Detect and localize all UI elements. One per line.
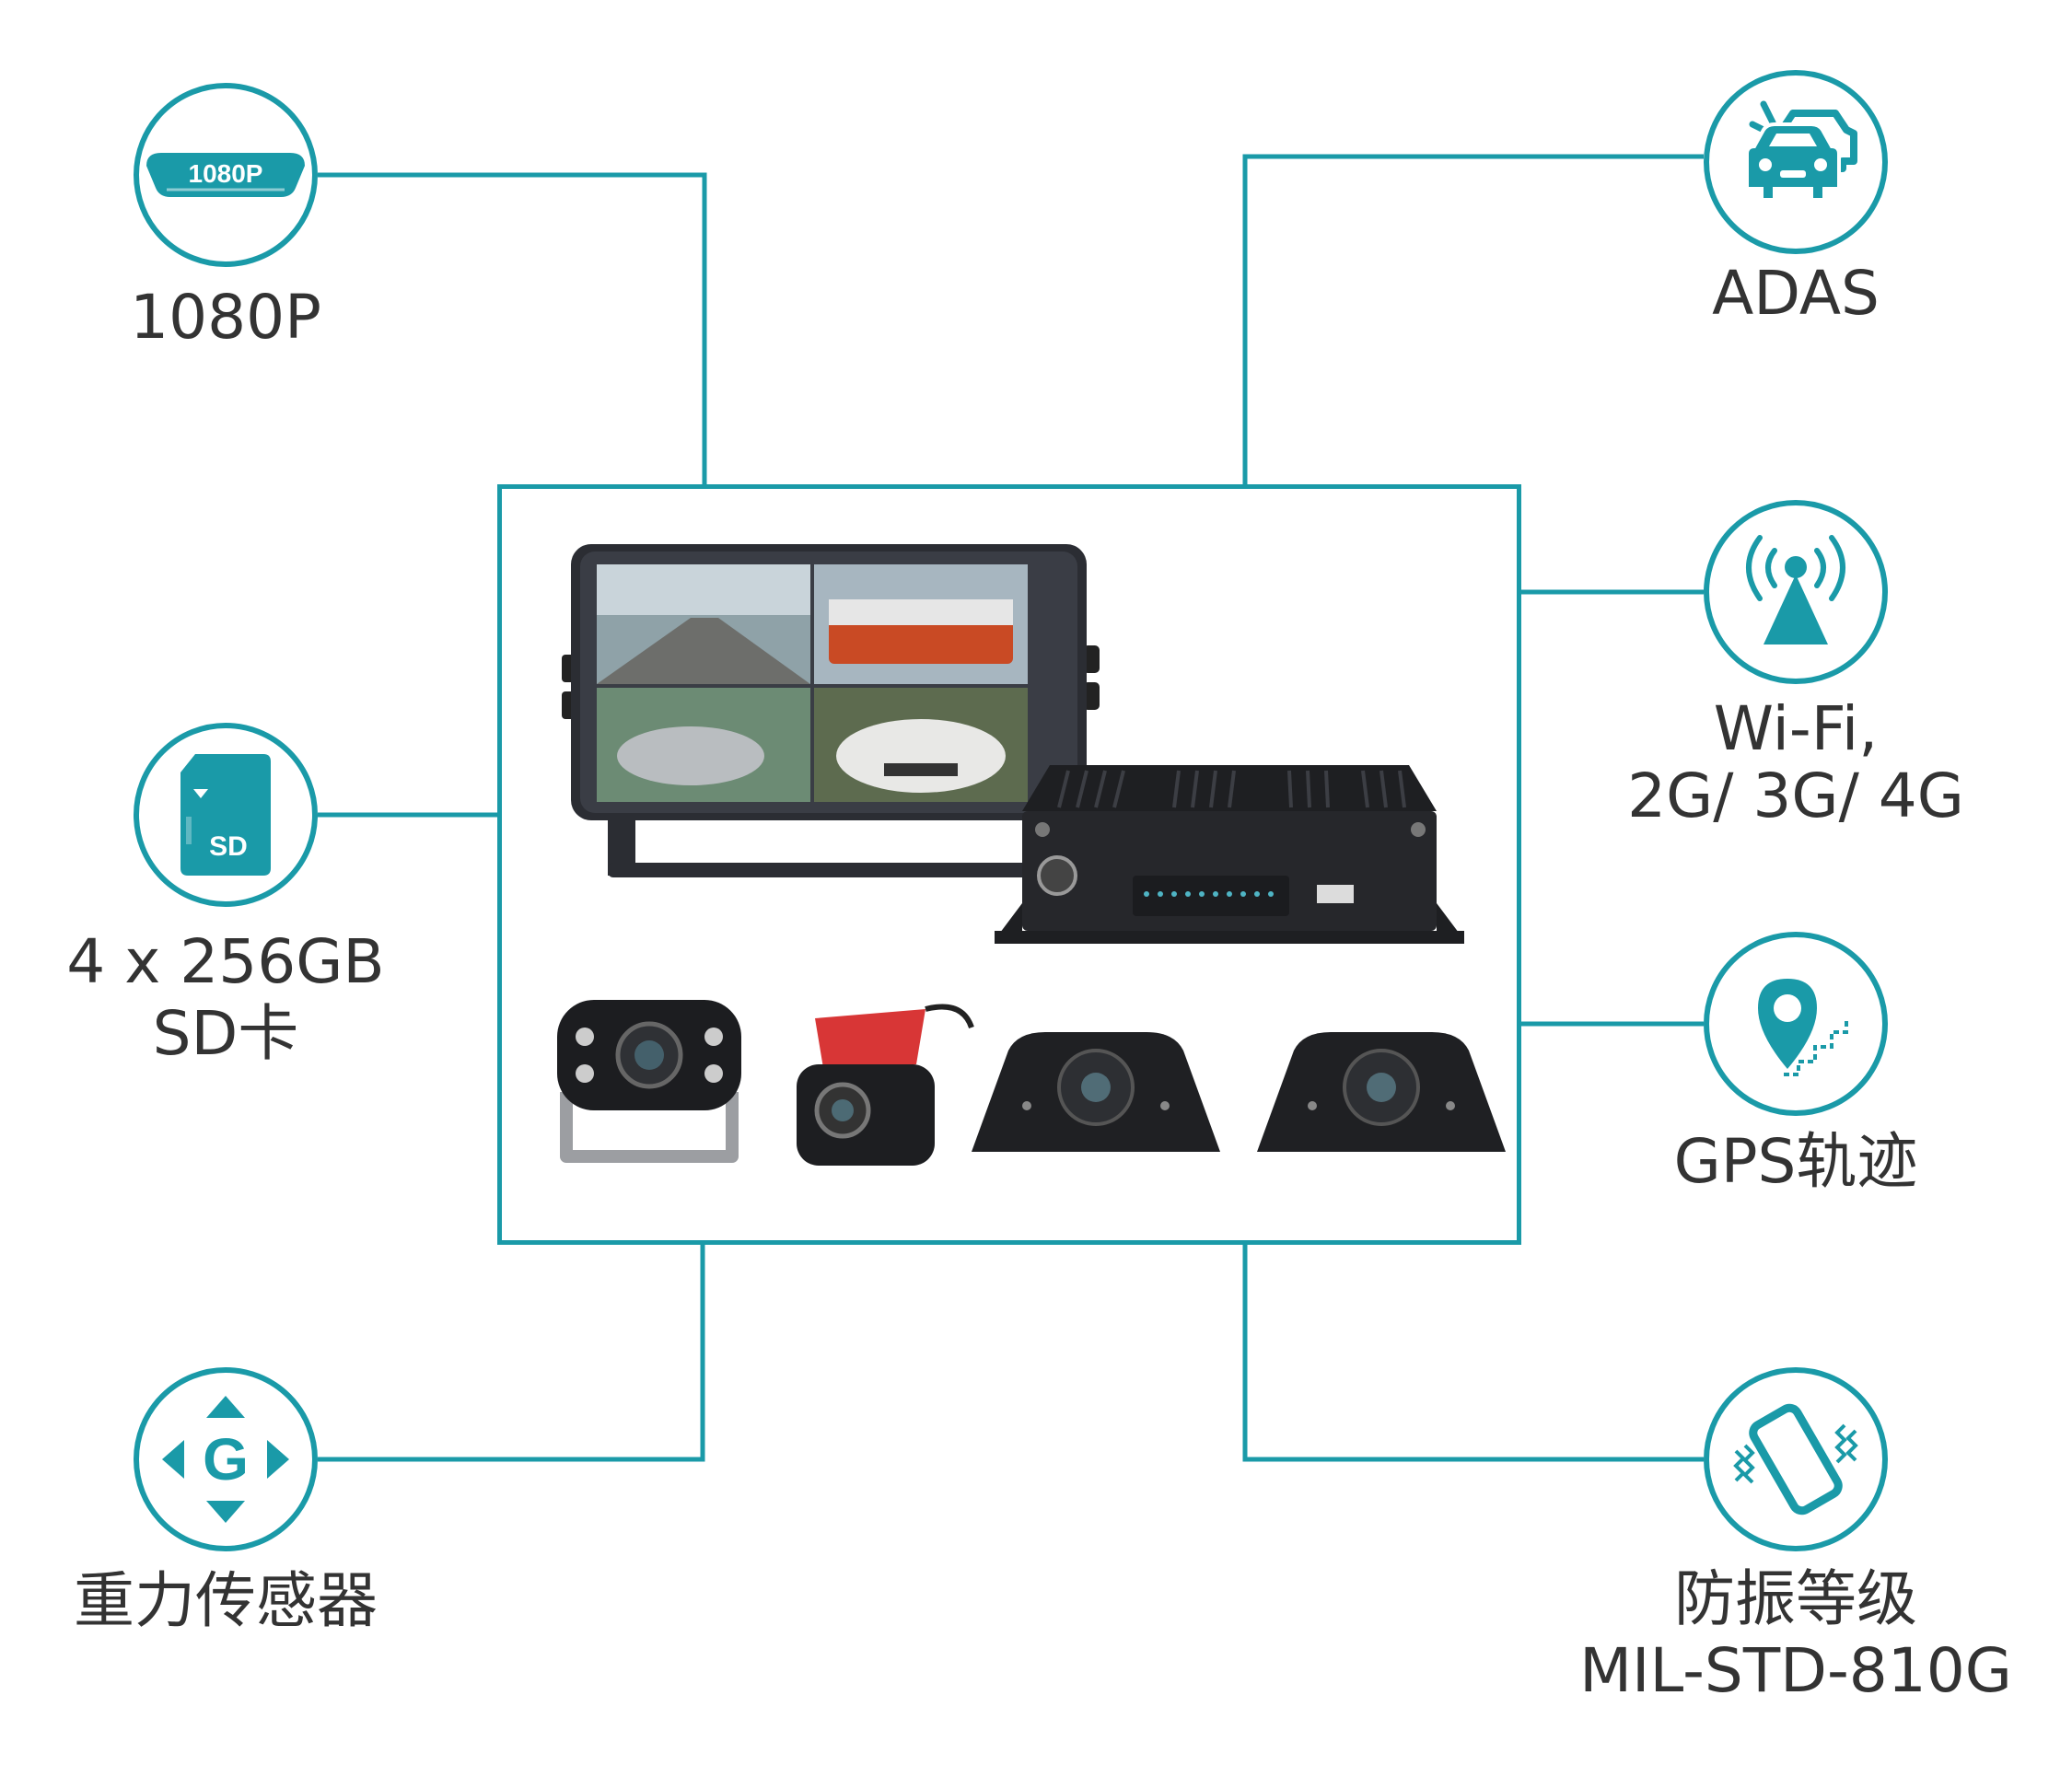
product-box [497,484,1521,1245]
gravity-circle: G [134,1367,318,1551]
vibration-circle [1704,1367,1888,1551]
dash-camera-icon [797,1004,974,1166]
mobile-dvr-icon [995,765,1464,944]
storage-label-line1: 4 x 256GB [66,926,385,997]
sd-badge-text: SD [209,831,248,862]
g-badge-text: G [203,1426,249,1492]
wireless-label-line2: 2G/ 3G/ 4G [1627,761,1964,831]
vibration-label-line1: 防振等级 [1674,1563,1917,1634]
wireless-label-line1: Wi-Fi, [1713,693,1879,764]
1080p-badge-icon: 1080P [146,153,305,197]
gravity-label: 重力传感器 [74,1565,378,1636]
storage-label-line2: SD卡 [152,998,299,1069]
connector-resolution [318,172,707,484]
connector-vibration [1242,1245,1704,1462]
vibrating-phone-icon [1733,1403,1858,1515]
location-pin-icon [1758,979,1848,1076]
rear-view-camera-icon [557,1000,741,1163]
resolution-circle: 1080P [134,83,318,267]
wireless-circle [1704,500,1888,684]
gps-label: GPS轨迹 [1673,1126,1918,1197]
vibration-label-line2: MIL-STD-810G [1579,1635,2012,1706]
storage-circle: SD [134,723,318,907]
adas-circle [1704,70,1888,254]
resolution-label: 1080P [130,282,321,353]
signal-tower-icon [1746,535,1845,644]
monitor-screen [597,564,1028,802]
side-camera-icon-2 [1257,1032,1506,1152]
resolution-badge-text: 1080P [189,159,263,188]
gps-circle [1704,932,1888,1116]
side-camera-icon [972,1032,1220,1152]
quad-split-monitor-icon [562,544,1100,877]
car-collision-icon [1745,100,1857,202]
adas-label: ADAS [1712,258,1880,329]
connector-gravity [318,1245,705,1462]
g-sensor-icon: G [162,1396,289,1523]
connector-adas [1242,154,1704,484]
sd-card-icon: SD [180,754,271,876]
